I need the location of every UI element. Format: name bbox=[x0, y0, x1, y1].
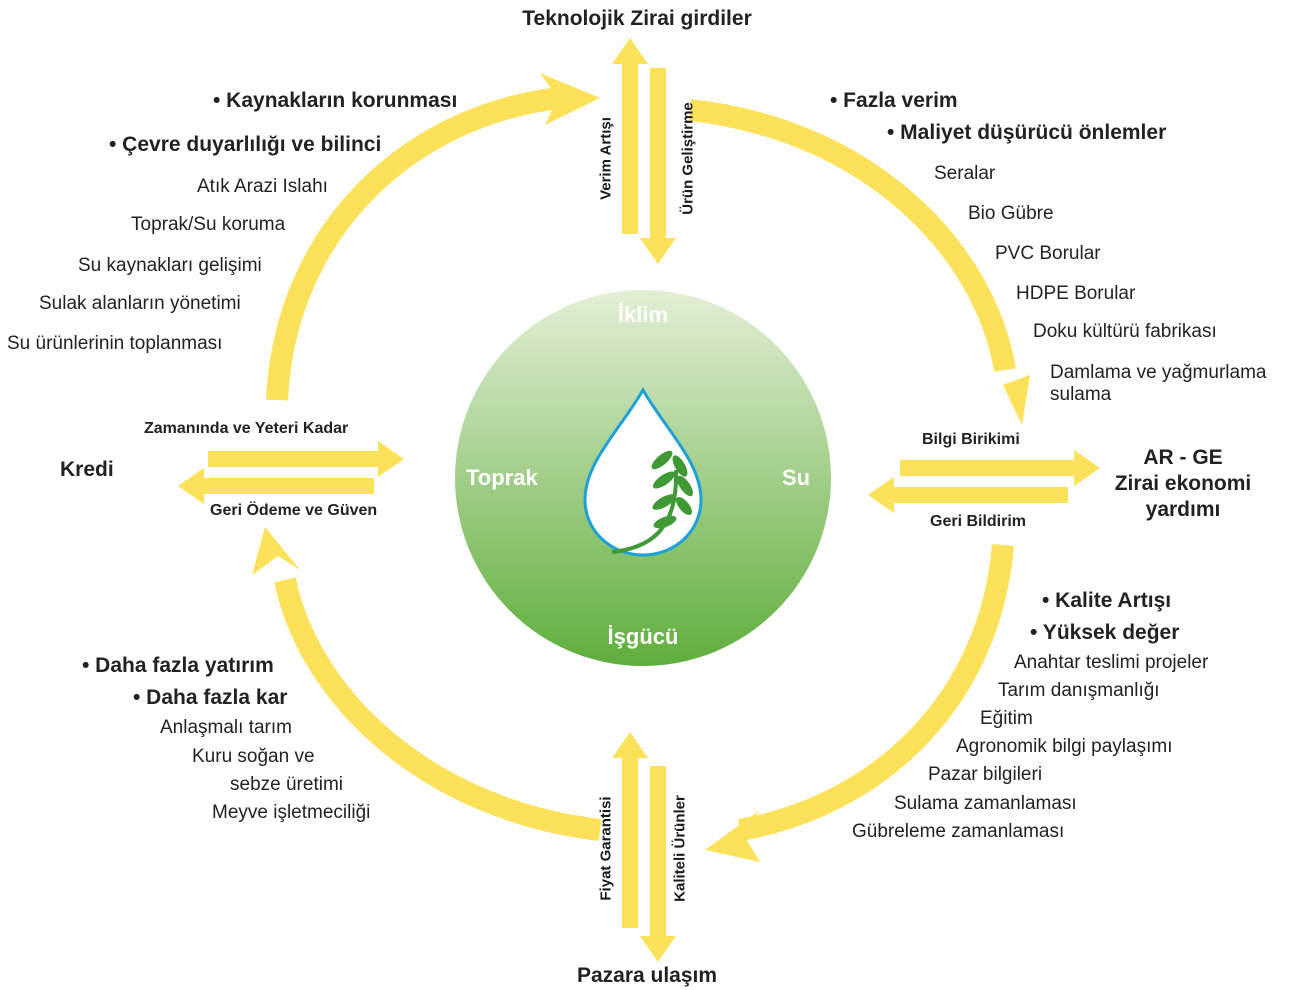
top-right-item: HDPE Borular bbox=[1016, 283, 1136, 304]
bottom-left-item: Kuru soğan ve bbox=[192, 746, 315, 767]
top-left-bullet: • Kaynakların korunması bbox=[213, 89, 458, 112]
arc-head-bottom-right bbox=[705, 810, 760, 862]
bottom-down-head bbox=[640, 936, 676, 962]
top-right-item: sulama bbox=[1050, 384, 1112, 405]
bottom-left-item: Meyve işletmeciliği bbox=[212, 802, 371, 823]
left-right-head bbox=[378, 441, 404, 477]
top-right-item: Seralar bbox=[934, 163, 996, 184]
left-left-head bbox=[178, 468, 204, 504]
bottom-right-bullet: • Kalite Artışı bbox=[1042, 589, 1172, 612]
left-left-shaft bbox=[202, 478, 374, 494]
top-left-item: Sulak alanların yönetimi bbox=[39, 293, 241, 314]
top-right-item: Damlama ve yağmurlama bbox=[1050, 362, 1267, 383]
bottom-up-shaft bbox=[622, 756, 638, 928]
arc-top-left bbox=[266, 87, 562, 401]
top-left-item: Su ürünlerinin toplanması bbox=[7, 333, 223, 354]
bottom-down-shaft bbox=[650, 766, 666, 938]
center-label-top: İklim bbox=[617, 302, 669, 327]
bottom-left-item: Anlaşmalı tarım bbox=[160, 717, 292, 738]
bottom-right-item: Agronomik bilgi paylaşımı bbox=[956, 736, 1173, 757]
left-left-label: Geri Ödeme ve Güven bbox=[210, 502, 378, 519]
top-left-item: Su kaynakları gelişimi bbox=[78, 255, 262, 276]
right-right-head bbox=[1074, 450, 1100, 486]
top-down-label: Ürün Geliştirme bbox=[679, 102, 697, 215]
top-left-item: Toprak/Su koruma bbox=[131, 214, 286, 235]
bottom-right-item: Anahtar teslimi projeler bbox=[1014, 652, 1209, 673]
bottom-right-item: Pazar bilgileri bbox=[928, 764, 1043, 785]
bottom-right-item: Gübreleme zamanlaması bbox=[852, 821, 1065, 842]
right-title-line1: AR - GE bbox=[1143, 446, 1223, 469]
right-left-label: Geri Bildirim bbox=[930, 513, 1027, 530]
bottom-title: Pazara ulaşım bbox=[576, 964, 718, 987]
top-title: Teknolojik Zirai girdiler bbox=[522, 7, 752, 30]
bottom-right-item: Tarım danışmanlığı bbox=[998, 680, 1160, 701]
center-label-bottom: İşgücü bbox=[607, 624, 679, 649]
right-right-label: Bilgi Birikimi bbox=[922, 431, 1020, 448]
bottom-right-item: Eğitim bbox=[980, 708, 1033, 729]
right-left-shaft bbox=[892, 487, 1068, 503]
top-left-bullet: • Çevre duyarlılığı ve bilinci bbox=[109, 133, 382, 156]
right-left-head bbox=[868, 477, 894, 513]
arc-top-right bbox=[688, 99, 1016, 372]
bottom-left-item: sebze üretimi bbox=[230, 774, 343, 795]
bottom-left-bullet: • Daha fazla kar bbox=[133, 686, 288, 709]
arc-head-top-right bbox=[975, 375, 1030, 425]
leaf-sprig-icon bbox=[611, 450, 694, 554]
left-right-label: Zamanında ve Yeteri Kadar bbox=[144, 420, 349, 437]
top-left-item: Atık Arazi Islahı bbox=[197, 176, 328, 197]
center-label-right: Su bbox=[782, 465, 811, 490]
top-right-item: PVC Borular bbox=[995, 243, 1101, 264]
right-title-line3: yardımı bbox=[1145, 498, 1221, 521]
arc-head-top-left bbox=[540, 73, 600, 125]
right-title-line2: Zirai ekonomi bbox=[1114, 472, 1252, 495]
bottom-right-bullet: • Yüksek değer bbox=[1030, 621, 1180, 644]
top-right-bullet: • Maliyet düşürücü önlemler bbox=[887, 121, 1167, 144]
bottom-left-bullet: • Daha fazla yatırım bbox=[82, 654, 274, 677]
left-title: Kredi bbox=[60, 458, 114, 481]
top-down-head bbox=[640, 238, 676, 264]
right-right-shaft bbox=[900, 460, 1076, 476]
bottom-up-label: Fiyat Garantisi bbox=[597, 796, 615, 901]
bottom-right-item: Sulama zamanlaması bbox=[894, 793, 1077, 814]
arc-bottom-right bbox=[738, 544, 1014, 841]
top-down-shaft bbox=[650, 68, 666, 240]
center-label-left: Toprak bbox=[466, 465, 538, 490]
top-up-label: Verim Artışı bbox=[597, 117, 615, 200]
bottom-down-label: Kaliteli Ürünler bbox=[671, 795, 689, 902]
top-right-item: Bio Gübre bbox=[968, 203, 1054, 224]
arc-bottom-left bbox=[274, 577, 602, 841]
top-right-bullet: • Fazla verim bbox=[830, 89, 958, 112]
left-right-shaft bbox=[208, 451, 380, 467]
top-up-shaft bbox=[622, 62, 638, 234]
arc-head-bottom-left bbox=[252, 527, 300, 575]
top-up-head bbox=[612, 38, 648, 64]
top-right-item: Doku kültürü fabrikası bbox=[1033, 321, 1217, 342]
bottom-up-head bbox=[612, 732, 648, 758]
